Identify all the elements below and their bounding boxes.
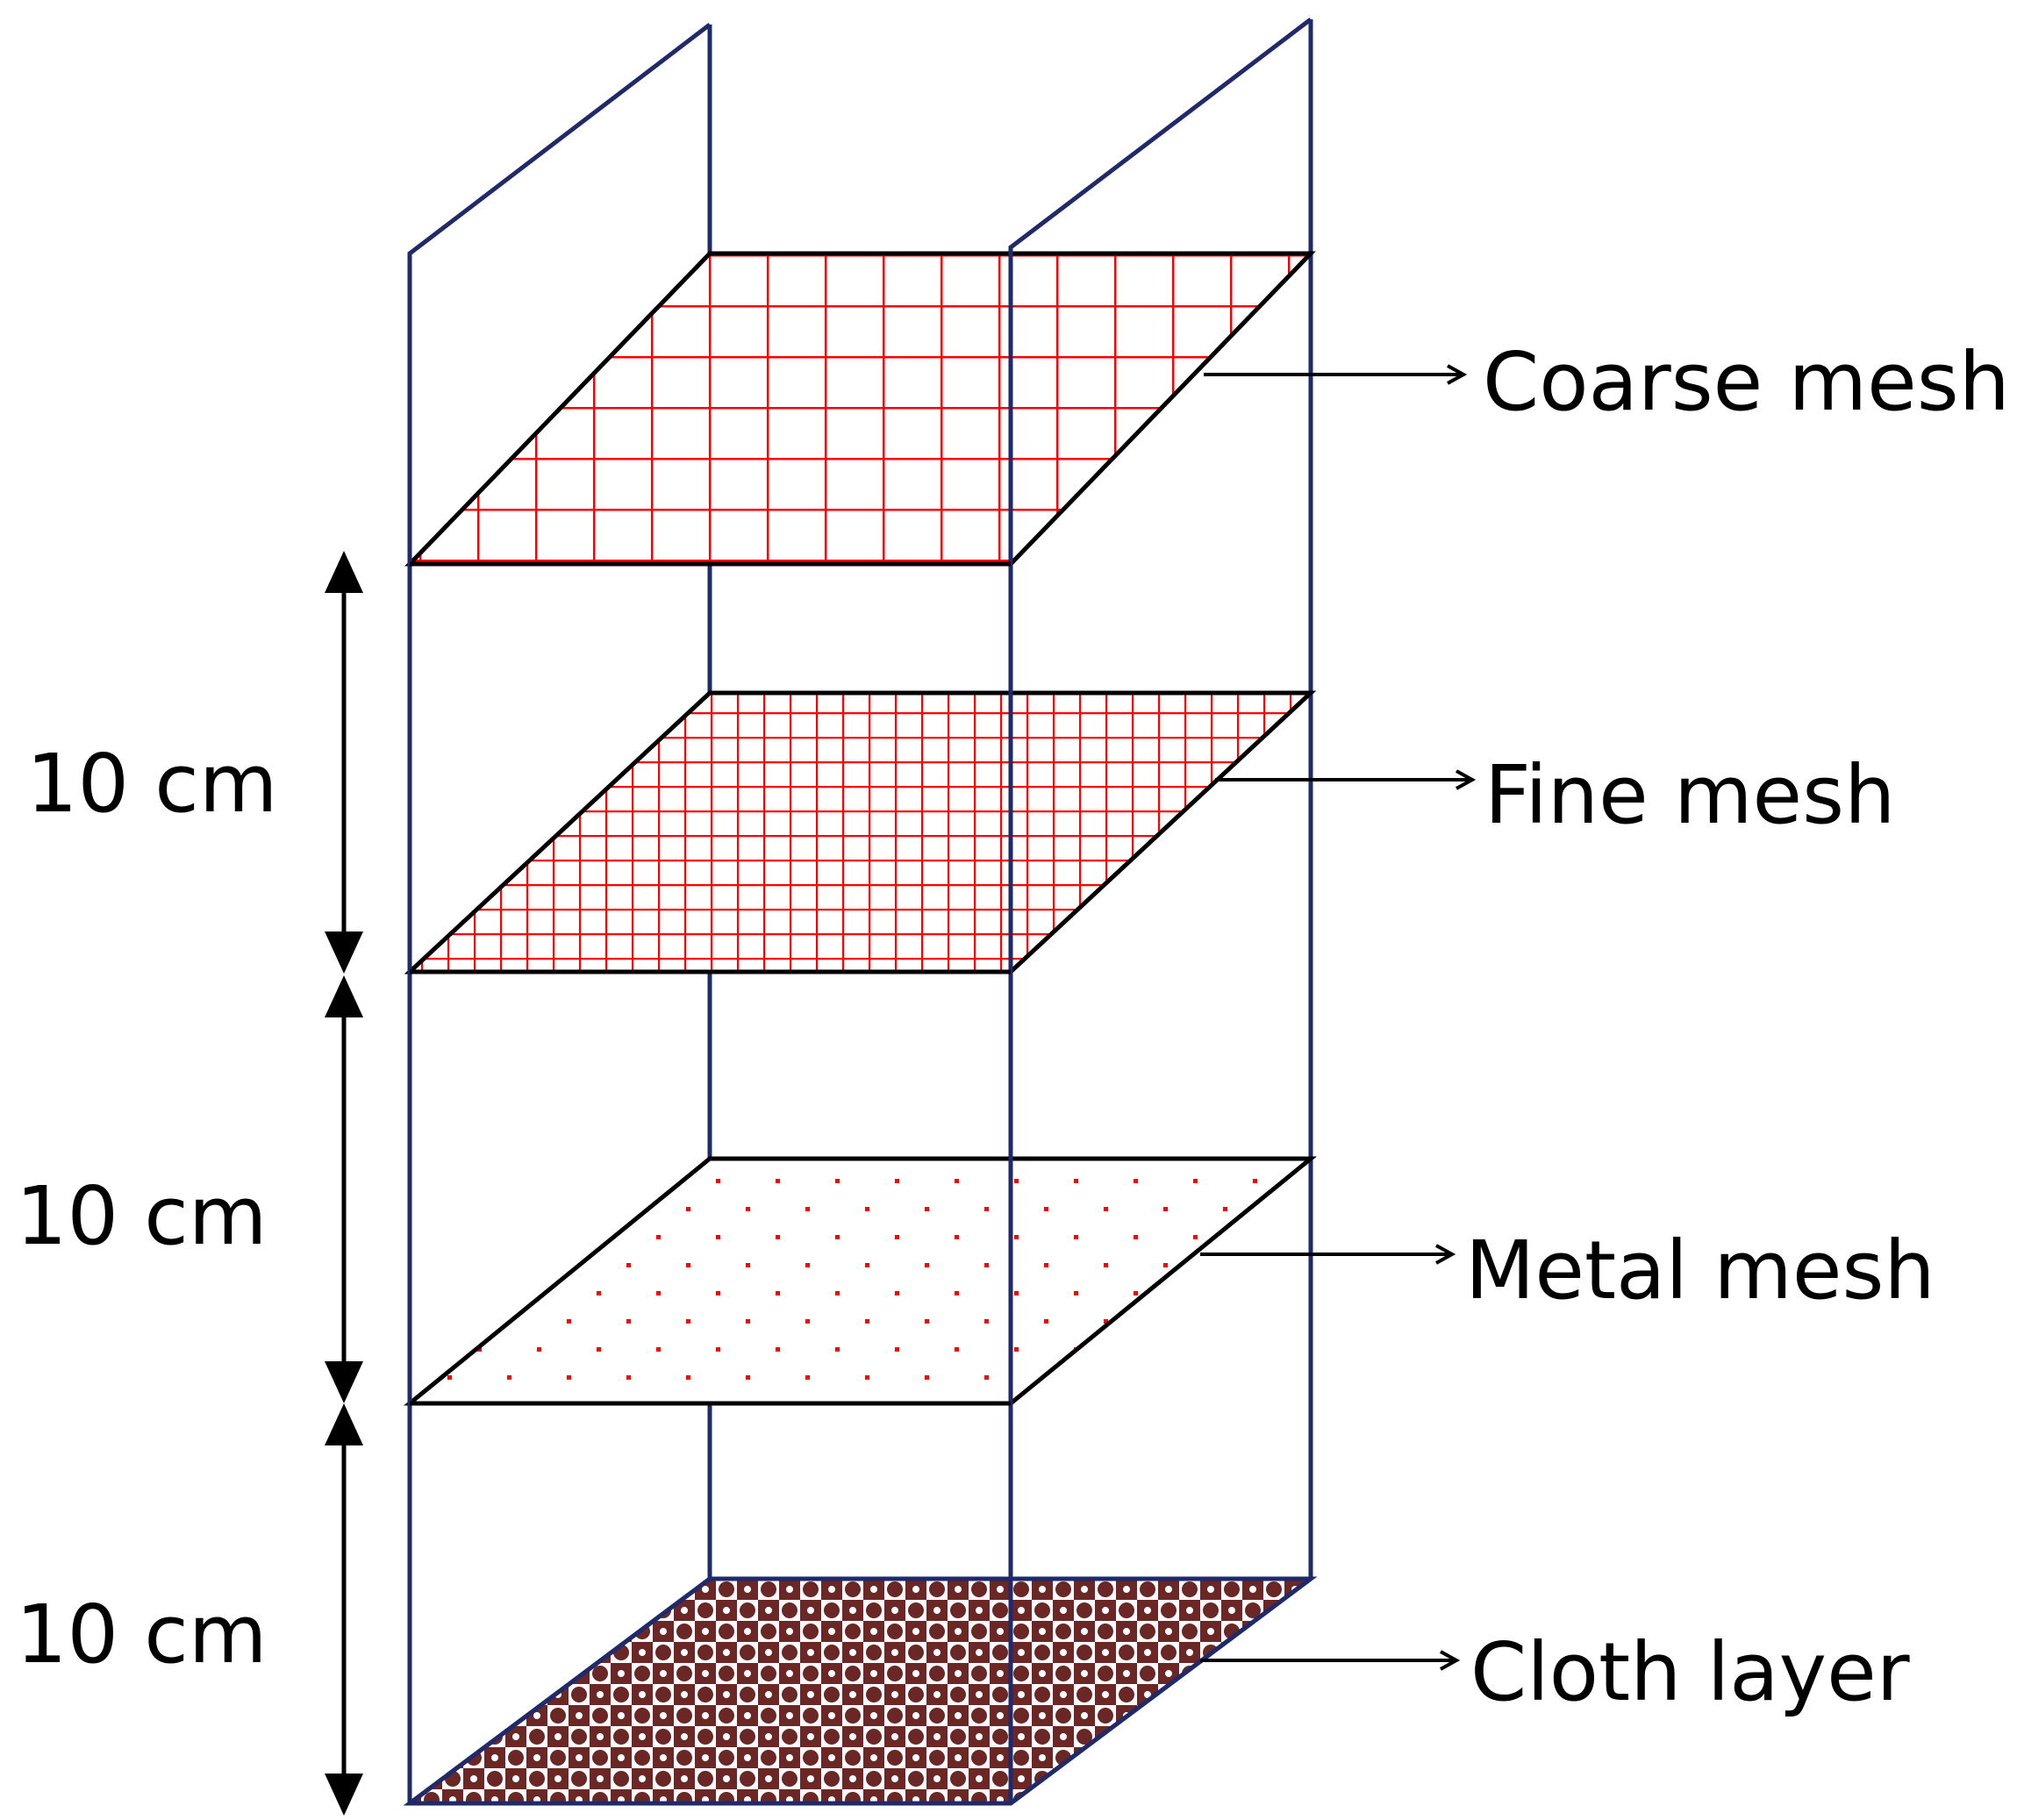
dimension-label-1: 10 cm: [26, 737, 278, 831]
label-metal-mesh: Metal mesh: [1465, 1224, 1935, 1317]
layer-metal-mesh: [403, 1156, 1318, 1406]
dimension-arrow-1: [325, 551, 363, 974]
dimension-arrow-2: [325, 975, 363, 1403]
label-cloth-layer: Cloth layer: [1470, 1625, 1910, 1719]
dimension-label-3: 10 cm: [16, 1588, 268, 1681]
label-coarse-mesh: Coarse mesh: [1483, 335, 2010, 429]
dimension-arrow-3: [325, 1403, 363, 1816]
label-fine-mesh: Fine mesh: [1484, 748, 1895, 842]
dimension-arrows: [325, 551, 363, 1816]
leader-arrows: [1200, 375, 1472, 1660]
layer-fine-mesh: [404, 690, 1317, 974]
plane-front-edges: [410, 561, 1011, 1806]
layer-cloth: [403, 1576, 1318, 1806]
dimension-label-2: 10 cm: [16, 1169, 268, 1263]
layer-coarse-mesh: [404, 251, 1316, 567]
front-frame: [407, 18, 1312, 1806]
